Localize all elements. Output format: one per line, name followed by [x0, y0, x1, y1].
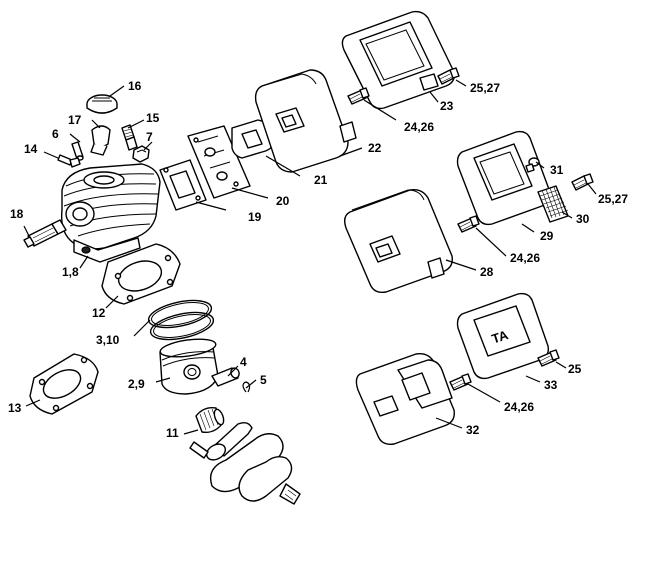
label-11: 11: [166, 426, 179, 440]
label-16: 16: [128, 79, 142, 93]
label-21: 21: [314, 173, 328, 187]
label-33: 33: [544, 378, 558, 392]
part-1-8-cylinder: [60, 163, 161, 263]
part-3-10-piston-rings: [147, 299, 215, 341]
part-25-screw: [537, 349, 560, 367]
part-5-circlip: [242, 381, 251, 393]
label-15: 15: [146, 111, 160, 125]
label-6: 6: [52, 127, 59, 141]
part-13-gasket: [29, 353, 99, 415]
part-crankshaft: [189, 421, 301, 505]
label-18: 18: [10, 207, 24, 221]
label-19: 19: [248, 210, 262, 224]
label-4: 4: [240, 355, 247, 369]
label-5: 5: [260, 373, 267, 387]
part-33-cover: TA: [456, 292, 550, 380]
label-17: 17: [68, 113, 82, 127]
part-23-muffler-cover: [341, 10, 456, 110]
part-24-26-mid-screw: [457, 215, 480, 233]
part-25-27-top-screw: [437, 67, 460, 85]
part-20-plate: [187, 125, 251, 199]
label-3-10: 3,10: [96, 333, 120, 347]
part-24-26-top-screw: [347, 87, 370, 105]
label-28: 28: [480, 265, 494, 279]
part-32-muffler: [355, 352, 455, 446]
label-23: 23: [440, 99, 454, 113]
part-31-screw: [525, 157, 540, 173]
part-15-stud: [121, 124, 138, 151]
label-22: 22: [368, 141, 382, 155]
label-24-26-bot: 24,26: [504, 400, 534, 414]
part-25-27-mid-screw: [571, 173, 594, 191]
part-22-muffler: [254, 69, 357, 173]
label-2-9: 2,9: [128, 377, 145, 391]
label-30: 30: [576, 212, 590, 226]
part-14-bolt: [57, 154, 81, 168]
part-11-needle-cage: [195, 406, 225, 434]
label-24-26-top: 24,26: [404, 120, 434, 134]
part-7-nut: [132, 145, 150, 163]
label-25: 25: [568, 362, 582, 376]
label-14: 14: [24, 142, 38, 156]
label-31: 31: [550, 163, 564, 177]
part-29-cover: [456, 130, 552, 226]
label-1-8: 1,8: [62, 265, 79, 279]
part-28-muffler: [343, 188, 453, 294]
part-16-plug-cap: [86, 94, 118, 114]
cover-logo: TA: [490, 327, 511, 347]
part-labels: 16 17 15 6 7 14 18 1,8 12 3,10 4 5 2,9 1…: [8, 79, 628, 440]
part-18-spark-plug: [23, 219, 67, 248]
leader-lines: [23, 79, 597, 435]
part-19-gasket: [159, 159, 207, 211]
label-32: 32: [466, 423, 480, 437]
part-6-pin: [71, 141, 84, 161]
label-12: 12: [92, 306, 106, 320]
label-7: 7: [146, 130, 153, 144]
label-24-26-mid: 24,26: [510, 251, 540, 265]
part-30-spark-arrestor-screen: [537, 185, 569, 223]
label-25-27-top: 25,27: [470, 81, 500, 95]
part-17-decompression-valve: [90, 125, 111, 156]
label-25-27-mid: 25,27: [598, 192, 628, 206]
part-2-9-piston: [159, 338, 219, 395]
part-12-cylinder-gasket: [101, 243, 181, 305]
label-13: 13: [8, 401, 22, 415]
part-24-26-bottom-screw: [449, 373, 472, 391]
label-20: 20: [276, 194, 290, 208]
label-29: 29: [540, 229, 554, 243]
